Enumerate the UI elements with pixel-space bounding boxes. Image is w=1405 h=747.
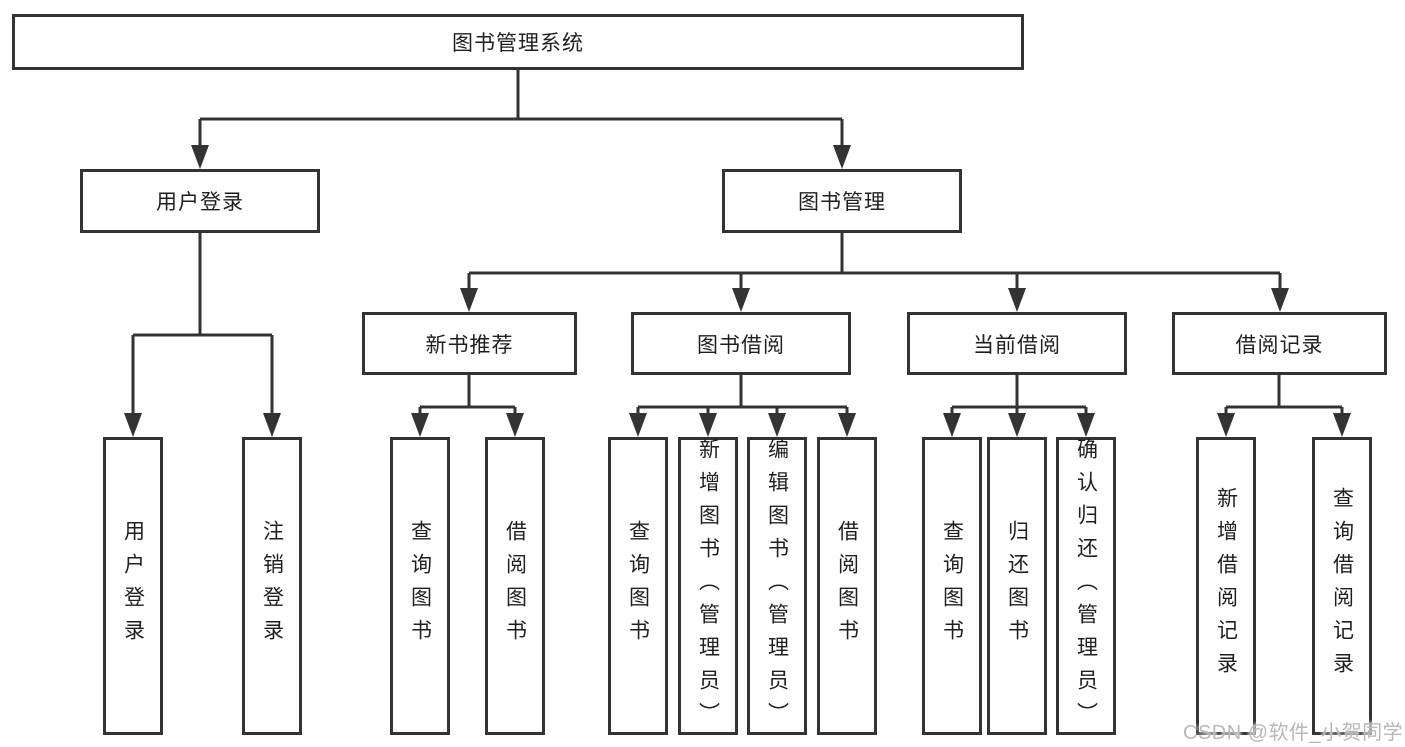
leaf-edit-books-admin: 编辑图书（管理员） bbox=[747, 437, 807, 735]
node-label: 借阅记录 bbox=[1235, 333, 1324, 357]
node-root: 图书管理系统 bbox=[12, 14, 1024, 70]
leaf-query-books-current: 查询图书 bbox=[922, 437, 982, 735]
leaf-label: 确认归还（管理员） bbox=[1074, 437, 1098, 735]
leaf-label: 归还图书 bbox=[1005, 520, 1029, 652]
node-label: 图书管理系统 bbox=[452, 32, 584, 55]
node-new-book-recommendation: 新书推荐 bbox=[362, 312, 577, 375]
node-current-borrowing: 当前借阅 bbox=[907, 312, 1127, 375]
node-label: 当前借阅 bbox=[973, 333, 1061, 357]
node-user-login: 用户登录 bbox=[80, 169, 320, 233]
node-book-borrowing: 图书借阅 bbox=[631, 312, 851, 375]
leaf-borrow-books-borrow: 借阅图书 bbox=[817, 437, 877, 735]
leaf-label: 编辑图书（管理员） bbox=[765, 437, 789, 735]
leaf-add-borrow-record: 新增借阅记录 bbox=[1196, 437, 1256, 735]
leaf-query-books-recommend: 查询图书 bbox=[390, 437, 450, 735]
node-borrowing-records: 借阅记录 bbox=[1172, 312, 1387, 375]
leaf-label: 借阅图书 bbox=[835, 520, 859, 652]
leaf-user-login: 用户登录 bbox=[103, 437, 163, 735]
leaf-label: 查询图书 bbox=[626, 520, 650, 652]
watermark: CSDN @软件_小贺同学 bbox=[1183, 722, 1404, 744]
node-label: 用户登录 bbox=[156, 191, 244, 214]
leaf-query-books-borrow: 查询图书 bbox=[608, 437, 668, 735]
node-book-management: 图书管理 bbox=[722, 169, 962, 233]
node-label: 图书借阅 bbox=[697, 333, 785, 357]
leaf-borrow-books-recommend: 借阅图书 bbox=[485, 437, 545, 735]
node-label: 新书推荐 bbox=[425, 333, 514, 357]
leaf-label: 新增借阅记录 bbox=[1214, 487, 1238, 685]
leaf-label: 查询图书 bbox=[408, 520, 432, 652]
leaf-label: 注销登录 bbox=[260, 520, 284, 652]
leaf-label: 查询图书 bbox=[940, 520, 964, 652]
leaf-add-books-admin: 新增图书（管理员） bbox=[678, 437, 738, 735]
leaf-return-books: 归还图书 bbox=[987, 437, 1047, 735]
node-label: 图书管理 bbox=[798, 191, 886, 214]
leaf-logout-login: 注销登录 bbox=[242, 437, 302, 735]
leaf-label: 借阅图书 bbox=[503, 520, 527, 652]
leaf-label: 新增图书（管理员） bbox=[696, 437, 720, 735]
leaf-label: 查询借阅记录 bbox=[1330, 487, 1354, 685]
leaf-confirm-return-admin: 确认归还（管理员） bbox=[1056, 437, 1116, 735]
leaf-label: 用户登录 bbox=[121, 520, 145, 652]
leaf-query-borrow-record: 查询借阅记录 bbox=[1312, 437, 1372, 735]
